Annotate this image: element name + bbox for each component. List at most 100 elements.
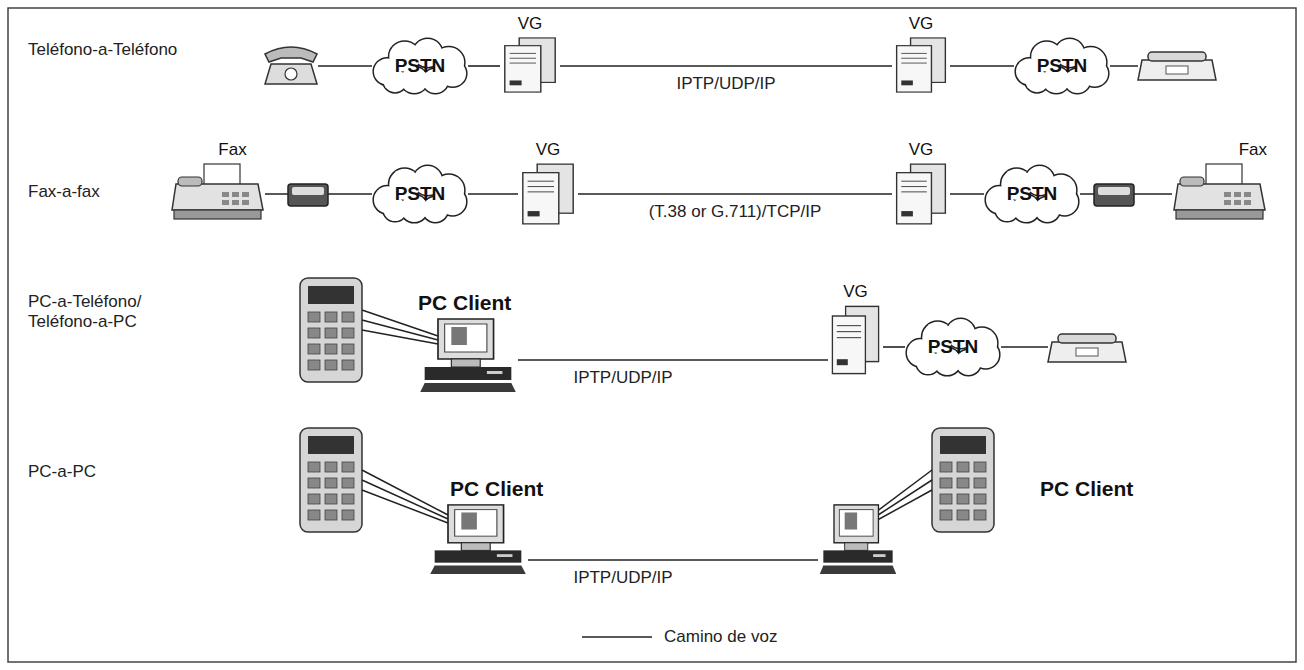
fax-machine-outline (170, 162, 265, 222)
device-label: VG (843, 282, 868, 302)
fax-key (242, 192, 249, 197)
gateway-led (901, 211, 913, 216)
screen (445, 324, 487, 352)
wire (265, 193, 288, 195)
fax-paper (1206, 164, 1242, 186)
cloud-fill (374, 39, 466, 93)
device-label: VG (909, 140, 934, 160)
cloud-outline (907, 319, 999, 375)
screen (455, 510, 497, 537)
gateway-unit (897, 173, 932, 224)
modem-symbol (288, 184, 328, 206)
device-label: Fax (218, 140, 246, 160)
device-label: Fax (1239, 140, 1267, 160)
pstn-cloud: PSTN (372, 165, 468, 223)
voice-path (578, 193, 892, 195)
fax-key (1224, 200, 1231, 205)
wire (872, 480, 932, 519)
wire (872, 470, 932, 515)
voice-path (518, 359, 828, 361)
pstn-cloud: PSTN (372, 38, 468, 94)
gateway-led (837, 360, 848, 366)
row-label-holder: PC-a-Teléfono/ Teléfono-a-PC (28, 292, 160, 333)
telephone-symbol (1138, 52, 1216, 80)
drive-slot (873, 554, 885, 557)
gateway-unit (897, 46, 932, 92)
gateway-slot (837, 337, 861, 338)
legend-line (582, 636, 652, 638)
cloud-fill (986, 166, 1078, 222)
wire (362, 330, 438, 344)
gateway-slot (901, 63, 927, 64)
fax-key (242, 200, 249, 205)
fax-key (1234, 200, 1241, 205)
fax-base (1176, 210, 1263, 219)
fax-handset (1180, 177, 1204, 186)
fax-symbol (1174, 164, 1265, 219)
protocol-label-holder: IPTP/UDP/IP (570, 568, 675, 588)
gateway-symbol (897, 38, 946, 92)
gateway-slot (837, 331, 861, 332)
telephone-symbol (265, 47, 317, 84)
voice-gateway-outline (892, 162, 950, 226)
protocol-label: IPTP/UDP/IP (570, 368, 675, 388)
voice-path (528, 559, 818, 561)
fax-symbol (172, 164, 263, 219)
voice-path (468, 65, 500, 67)
keyboard (420, 383, 516, 392)
protocol-label: (T.38 or G.711)/TCP/IP (646, 202, 825, 222)
row-label-holder: PC-a-PC (28, 462, 158, 482)
device-label: PC Client (418, 290, 511, 315)
pstn-cloud: PSTN (984, 165, 1080, 223)
row-label-holder: Teléfono-a-Teléfono (28, 40, 248, 60)
fax-key (232, 200, 239, 205)
pstn-cloud: PSTN (1014, 38, 1110, 94)
system-unit (435, 551, 522, 563)
fax-machine: Fax (1172, 140, 1267, 222)
fax-paper (204, 164, 240, 186)
pc-client-outline (428, 503, 528, 575)
network-name: PSTN (928, 336, 979, 359)
keyboard (430, 566, 526, 575)
voice-path (950, 193, 984, 195)
gateway-slot (837, 325, 861, 326)
cloud-fill (1016, 39, 1108, 93)
fax-handset (178, 177, 202, 186)
wire (1110, 65, 1138, 67)
fax-base (174, 210, 261, 219)
device-label: VG (518, 14, 543, 34)
legend-entry: Camino de voz (582, 626, 777, 648)
wire (362, 490, 448, 523)
computer-symbol (430, 505, 526, 574)
gateway-slot (528, 181, 554, 182)
gateway-symbol (523, 165, 573, 225)
protocol-label: IPTP/UDP/IP (570, 568, 675, 588)
fax-machine: Fax (170, 140, 265, 222)
device-label: PC Client (1040, 476, 1133, 501)
pc-client-outline (818, 503, 898, 575)
wire (328, 193, 372, 195)
gateway-unit (505, 46, 541, 92)
device-label: VG (909, 14, 934, 34)
gateway-led (528, 211, 540, 216)
wire (872, 490, 932, 523)
row-label-holder: Fax-a-fax (28, 182, 158, 202)
computer-symbol (820, 505, 896, 574)
gateway-slot (901, 53, 927, 54)
keyboard (820, 566, 896, 575)
voice-gateway: VG (518, 140, 578, 226)
legend-text: Camino de voz (664, 627, 777, 647)
monitor (438, 319, 494, 359)
gateway-led (901, 81, 913, 86)
gateway-slot (510, 58, 536, 59)
monitor-stand (845, 543, 868, 551)
system-unit (425, 367, 512, 380)
computer-symbol (420, 319, 516, 392)
cloud-outline (1016, 39, 1108, 93)
voice-gateway-outline (892, 36, 950, 94)
protocol-label: IPTP/UDP/IP (673, 74, 778, 94)
ip-phone-symbol (300, 428, 362, 532)
gateway-slot (901, 181, 927, 182)
fax-key (232, 192, 239, 197)
